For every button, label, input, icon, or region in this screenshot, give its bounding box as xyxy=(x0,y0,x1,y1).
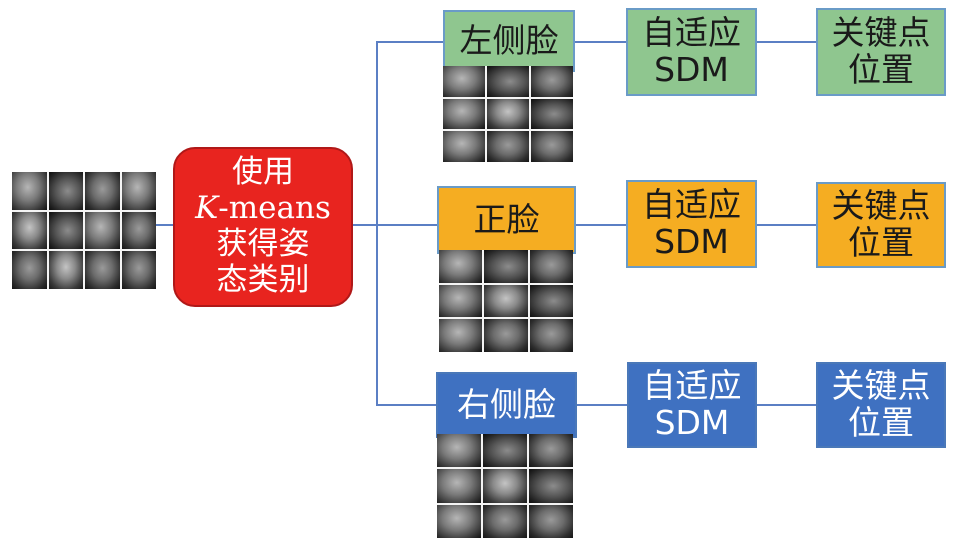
left-pose-label: 左侧脸 xyxy=(459,20,559,60)
front-keypoints-box: 关键点 位置 xyxy=(816,182,946,268)
front-keypoints-line-1: 关键点 xyxy=(831,186,931,226)
front-sdm-box: 自适应 SDM xyxy=(626,180,757,268)
left-sdm-line-2: SDM xyxy=(654,50,729,89)
right-sdm-line-2: SDM xyxy=(654,403,730,442)
right-pose-face-images xyxy=(437,434,573,538)
trunk-line xyxy=(376,41,443,406)
right-keypoints-line-1: 关键点 xyxy=(831,366,931,406)
front-pose-label: 正脸 xyxy=(473,199,540,239)
classifier-line-1: 使用 xyxy=(232,154,294,191)
left-keypoints-line-1: 关键点 xyxy=(831,13,931,53)
right-pose-label: 右侧脸 xyxy=(457,384,556,424)
front-pose-face-images xyxy=(439,250,573,352)
left-keypoints-box: 关键点 位置 xyxy=(816,8,946,96)
front-sdm-line-1: 自适应 xyxy=(642,185,741,225)
classifier-line-2: K-means xyxy=(195,190,331,227)
kmeans-classifier-box: 使用 K-means 获得姿 态类别 xyxy=(173,147,353,307)
left-sdm-line-1: 自适应 xyxy=(642,13,741,53)
front-sdm-line-2: SDM xyxy=(654,222,729,261)
right-sdm-box: 自适应 SDM xyxy=(627,362,757,448)
front-pose-box: 正脸 xyxy=(437,186,576,254)
right-sdm-line-1: 自适应 xyxy=(642,366,742,406)
right-keypoints-line-2: 位置 xyxy=(848,403,914,442)
left-pose-face-images xyxy=(443,66,573,162)
right-keypoints-box: 关键点 位置 xyxy=(816,362,946,448)
classifier-means: -means xyxy=(218,190,331,227)
left-pose-box: 左侧脸 xyxy=(443,10,575,72)
left-sdm-box: 自适应 SDM xyxy=(626,8,757,96)
classifier-line-3: 获得姿 xyxy=(216,226,310,262)
right-pose-box: 右侧脸 xyxy=(436,372,577,438)
classifier-line-4: 态类别 xyxy=(216,261,310,298)
front-keypoints-line-2: 位置 xyxy=(848,223,914,262)
left-keypoints-line-2: 位置 xyxy=(848,50,914,89)
input-face-images xyxy=(12,172,156,289)
classifier-k: K xyxy=(195,190,219,227)
